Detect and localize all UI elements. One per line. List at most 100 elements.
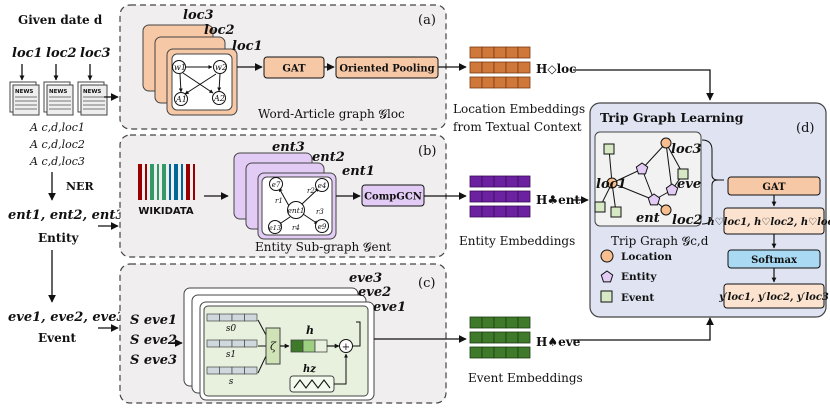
sentence-cell xyxy=(244,366,258,375)
embedding-cell xyxy=(517,190,531,203)
embedding-cell xyxy=(505,61,519,74)
gat-box-a: GAT xyxy=(282,64,306,75)
article-set-2: A c,d,loc2 xyxy=(29,138,85,151)
loc-embedding-symbol: H◇loc xyxy=(536,62,576,76)
ent-embedding-symbol: H♣ent xyxy=(536,193,580,207)
embedding-cell xyxy=(481,175,495,188)
stack-label-ent1: ent1 xyxy=(342,164,375,179)
loc-label-2: loc2 xyxy=(46,46,77,61)
sentence-cell xyxy=(219,313,233,322)
sentence-cell xyxy=(231,313,245,322)
event-embedding-matrix xyxy=(469,316,531,359)
panel-d-trip-graph-learning: Trip Graph Learning (d) xyxy=(589,102,830,318)
s-label-2: S eve2 xyxy=(130,333,177,348)
legend-event: Event xyxy=(621,292,654,304)
embedding-cell xyxy=(469,76,483,89)
node-w2: w2 xyxy=(215,63,227,72)
node-w1: w1 xyxy=(174,63,186,72)
graph-node-eve: eve xyxy=(677,177,701,192)
node-e4: e4 xyxy=(318,182,327,190)
stack-label-ent2: ent2 xyxy=(312,150,345,165)
node-a2: A2 xyxy=(213,94,225,103)
sentence-cell xyxy=(206,313,220,322)
rel-r4: r4 xyxy=(292,224,300,232)
panel-b-tag: (b) xyxy=(418,144,436,159)
rel-r1: r1 xyxy=(275,197,283,205)
embedding-cell xyxy=(493,316,507,329)
loc-embedding-caption-1: Location Embeddings xyxy=(453,102,585,116)
node-e13: e13 xyxy=(269,224,281,232)
embedding-cell xyxy=(481,331,495,344)
sentence-cell xyxy=(231,339,245,348)
cell-label-s1: s1 xyxy=(226,350,236,360)
embedding-cell xyxy=(493,346,507,359)
embedding-cell xyxy=(505,76,519,89)
h-label: h xyxy=(306,324,314,337)
node-ent1: ent1 xyxy=(287,206,304,215)
svg-text:WIKIDATA: WIKIDATA xyxy=(138,206,194,217)
compgcn-box: CompGCN xyxy=(364,192,422,203)
gat-box-d: GAT xyxy=(762,182,786,193)
panel-d-tag: (d) xyxy=(796,121,814,136)
sentence-cell xyxy=(206,339,220,348)
embedding-cell xyxy=(481,316,495,329)
newspaper-icon: NEWS xyxy=(43,81,74,116)
embedding-cell xyxy=(517,331,531,344)
embedding-cell xyxy=(481,46,495,59)
cell-label-s: s xyxy=(229,377,234,387)
embedding-cell xyxy=(493,190,507,203)
h-vectors-line: h♡loc1, h♡loc2, h♡loc3 xyxy=(707,217,830,228)
embedding-cell xyxy=(505,175,519,188)
ent-embedding-caption: Entity Embeddings xyxy=(459,234,575,248)
embedding-cell xyxy=(481,346,495,359)
stack-label-eve3: eve3 xyxy=(349,271,382,286)
hz-label: hz xyxy=(303,364,316,375)
embedding-cell xyxy=(469,175,483,188)
sentence-cell xyxy=(231,366,245,375)
eve-embedding-caption: Event Embeddings xyxy=(468,371,583,385)
embedding-cell xyxy=(469,316,483,329)
ner-label: NER xyxy=(66,180,94,193)
embedding-cell xyxy=(505,205,519,218)
embedding-outputs: H◇loc Location Embeddings from Textual C… xyxy=(453,46,714,385)
oriented-pooling-box: Oriented Pooling xyxy=(339,64,434,75)
embedding-cell xyxy=(469,61,483,74)
embedding-cell xyxy=(469,190,483,203)
embedding-cell xyxy=(481,61,495,74)
panel-b-entity-subgraph: (b) WIKIDATA ent3 ent2 ent1 xyxy=(119,134,467,258)
panel-c-event: (c) S eve1 S eve2 S eve3 eve3 eve2 eve1 … xyxy=(119,263,467,404)
legend-location: Location xyxy=(621,251,672,263)
embedding-cell xyxy=(505,346,519,359)
embedding-cell xyxy=(505,46,519,59)
stack-label-loc3: loc3 xyxy=(183,8,214,23)
left-column: Given date d loc1 loc2 loc3 NEWS NEWS NE… xyxy=(8,13,126,345)
panel-d-title: Trip Graph Learning xyxy=(600,110,744,125)
stack-label-loc2: loc2 xyxy=(204,23,235,38)
embedding-cell xyxy=(469,346,483,359)
cell-label-s0: s0 xyxy=(226,324,237,334)
loc-label-1: loc1 xyxy=(12,46,43,61)
trip-graph-caption: Trip Graph 𝓖c,d xyxy=(611,234,709,248)
events-line: eve1, eve2, eve3 xyxy=(8,310,126,325)
entities-line: ent1, ent2, ent3 xyxy=(8,208,124,223)
entity-embedding-matrix xyxy=(469,175,531,218)
wikidata-logo: WIKIDATA xyxy=(138,164,195,217)
panel-b-caption: Entity Sub-graph 𝓖ent xyxy=(255,240,391,254)
panel-a-caption: Word-Article graph 𝓖loc xyxy=(258,107,405,121)
stack-label-eve1: eve1 xyxy=(373,300,406,315)
panel-a-tag: (a) xyxy=(418,13,436,28)
rel-r2: r2 xyxy=(307,187,315,195)
sum-symbol: + xyxy=(342,342,350,353)
sentence-cell xyxy=(219,366,233,375)
event-label: Event xyxy=(38,331,76,345)
graph-node-loc1: loc1 xyxy=(596,177,627,192)
node-a1: A1 xyxy=(175,95,187,104)
rel-r3: r3 xyxy=(316,208,324,216)
svg-text:NEWS: NEWS xyxy=(49,89,67,95)
loc-embedding-caption-2: from Textual Context xyxy=(453,120,582,134)
svg-text:NEWS: NEWS xyxy=(15,89,33,95)
embedding-cell xyxy=(517,46,531,59)
given-date-label: Given date d xyxy=(18,13,103,27)
softmax-box: Softmax xyxy=(751,255,798,266)
embedding-cell xyxy=(517,76,531,89)
